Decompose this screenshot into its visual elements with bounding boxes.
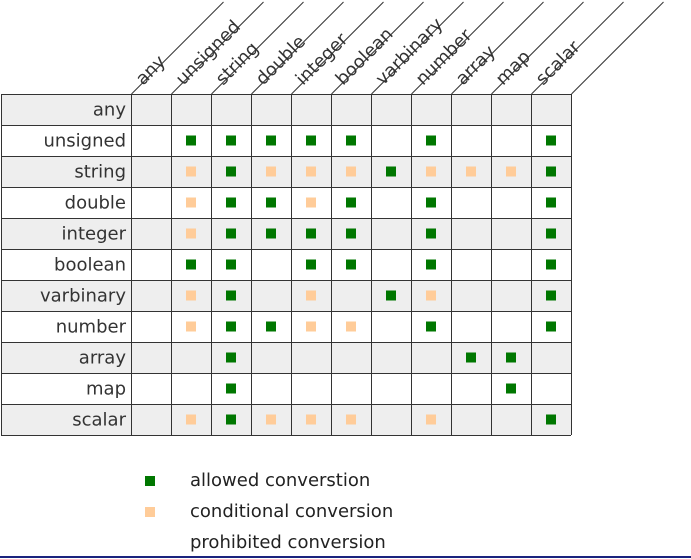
allowed-cell-marker <box>266 135 276 146</box>
conditional-cell-marker <box>266 414 276 425</box>
conditional-cell-marker <box>186 166 196 177</box>
conditional-cell-marker <box>306 321 316 332</box>
allowed-cell-marker <box>506 352 516 363</box>
allowed-cell-marker <box>426 259 436 270</box>
allowed-cell-marker <box>226 383 236 394</box>
allowed-cell-marker <box>546 414 556 425</box>
allowed-cell-marker <box>546 321 556 332</box>
conditional-cell-marker <box>306 290 316 301</box>
row-label: boolean <box>54 255 126 276</box>
conditional-cell-marker <box>346 321 356 332</box>
allowed-cell-marker <box>346 228 356 239</box>
header-diagonal <box>251 1 344 95</box>
allowed-cell-marker <box>306 259 316 270</box>
allowed-cell-marker <box>546 259 556 270</box>
allowed-cell-marker <box>546 290 556 301</box>
conditional-cell-marker <box>306 414 316 425</box>
allowed-cell-marker <box>546 135 556 146</box>
row-label: unsigned <box>43 131 126 152</box>
column-label: map <box>492 46 535 89</box>
row-label: map <box>86 379 126 400</box>
allowed-cell-marker <box>226 290 236 301</box>
allowed-cell-marker <box>266 228 276 239</box>
conditional-cell-marker <box>186 414 196 425</box>
conditional-cell-marker <box>346 166 356 177</box>
header-diagonal <box>491 1 584 95</box>
legend-conditional-label: conditional conversion <box>190 501 394 522</box>
allowed-cell-marker <box>186 259 196 270</box>
column-label: scalar <box>532 36 585 89</box>
conditional-cell-marker <box>346 414 356 425</box>
allowed-cell-marker <box>226 352 236 363</box>
allowed-cell-marker <box>546 197 556 208</box>
allowed-cell-marker <box>346 197 356 208</box>
allowed-cell-marker <box>226 259 236 270</box>
allowed-cell-marker <box>186 135 196 146</box>
row-label: integer <box>62 224 127 245</box>
row-label: scalar <box>72 410 126 431</box>
legend-allowed-label: allowed converstion <box>190 470 371 491</box>
allowed-cell-marker <box>426 135 436 146</box>
allowed-cell-marker <box>346 135 356 146</box>
allowed-cell-marker <box>226 414 236 425</box>
allowed-cell-marker <box>226 228 236 239</box>
conditional-cell-marker <box>266 166 276 177</box>
bottom-rule <box>0 556 691 558</box>
allowed-cell-marker <box>386 290 396 301</box>
conditional-cell-marker <box>426 414 436 425</box>
conditional-cell-marker <box>426 166 436 177</box>
conditional-cell-marker <box>186 321 196 332</box>
allowed-cell-marker <box>546 166 556 177</box>
header-diagonal <box>171 1 264 95</box>
allowed-cell-marker <box>426 197 436 208</box>
header-diagonal <box>411 1 504 95</box>
row-shade <box>1 94 571 125</box>
legend-allowed-swatch <box>145 476 155 486</box>
header-diagonal <box>451 1 544 95</box>
column-label: any <box>132 51 170 89</box>
allowed-cell-marker <box>226 321 236 332</box>
allowed-cell-marker <box>226 197 236 208</box>
header-diagonal <box>531 1 624 95</box>
conditional-cell-marker <box>426 290 436 301</box>
allowed-cell-marker <box>466 352 476 363</box>
allowed-cell-marker <box>506 383 516 394</box>
conditional-cell-marker <box>186 228 196 239</box>
allowed-cell-marker <box>266 197 276 208</box>
conditional-cell-marker <box>466 166 476 177</box>
conditional-cell-marker <box>506 166 516 177</box>
row-shade <box>1 280 571 311</box>
row-label: number <box>56 317 127 338</box>
row-shade <box>1 218 571 249</box>
row-shade <box>1 404 571 435</box>
conditional-cell-marker <box>306 166 316 177</box>
conditional-cell-marker <box>186 290 196 301</box>
allowed-cell-marker <box>346 259 356 270</box>
allowed-cell-marker <box>386 166 396 177</box>
row-label: varbinary <box>40 286 126 307</box>
header-diagonal <box>371 1 464 95</box>
row-label: any <box>93 100 126 121</box>
row-label: double <box>65 193 126 214</box>
allowed-cell-marker <box>546 228 556 239</box>
allowed-cell-marker <box>306 135 316 146</box>
header-diagonal <box>331 1 424 95</box>
header-diagonal <box>571 1 664 95</box>
conditional-cell-marker <box>186 197 196 208</box>
allowed-cell-marker <box>426 228 436 239</box>
allowed-cell-marker <box>266 321 276 332</box>
row-label: string <box>74 162 126 183</box>
header-diagonal <box>131 1 224 95</box>
legend-conditional-swatch <box>145 507 155 517</box>
header-diagonal <box>211 1 304 95</box>
row-label: array <box>79 348 127 369</box>
legend-prohibited-label: prohibited conversion <box>190 532 386 553</box>
allowed-cell-marker <box>306 228 316 239</box>
conditional-cell-marker <box>306 197 316 208</box>
allowed-cell-marker <box>426 321 436 332</box>
allowed-cell-marker <box>226 166 236 177</box>
allowed-cell-marker <box>226 135 236 146</box>
header-diagonal <box>291 1 384 95</box>
